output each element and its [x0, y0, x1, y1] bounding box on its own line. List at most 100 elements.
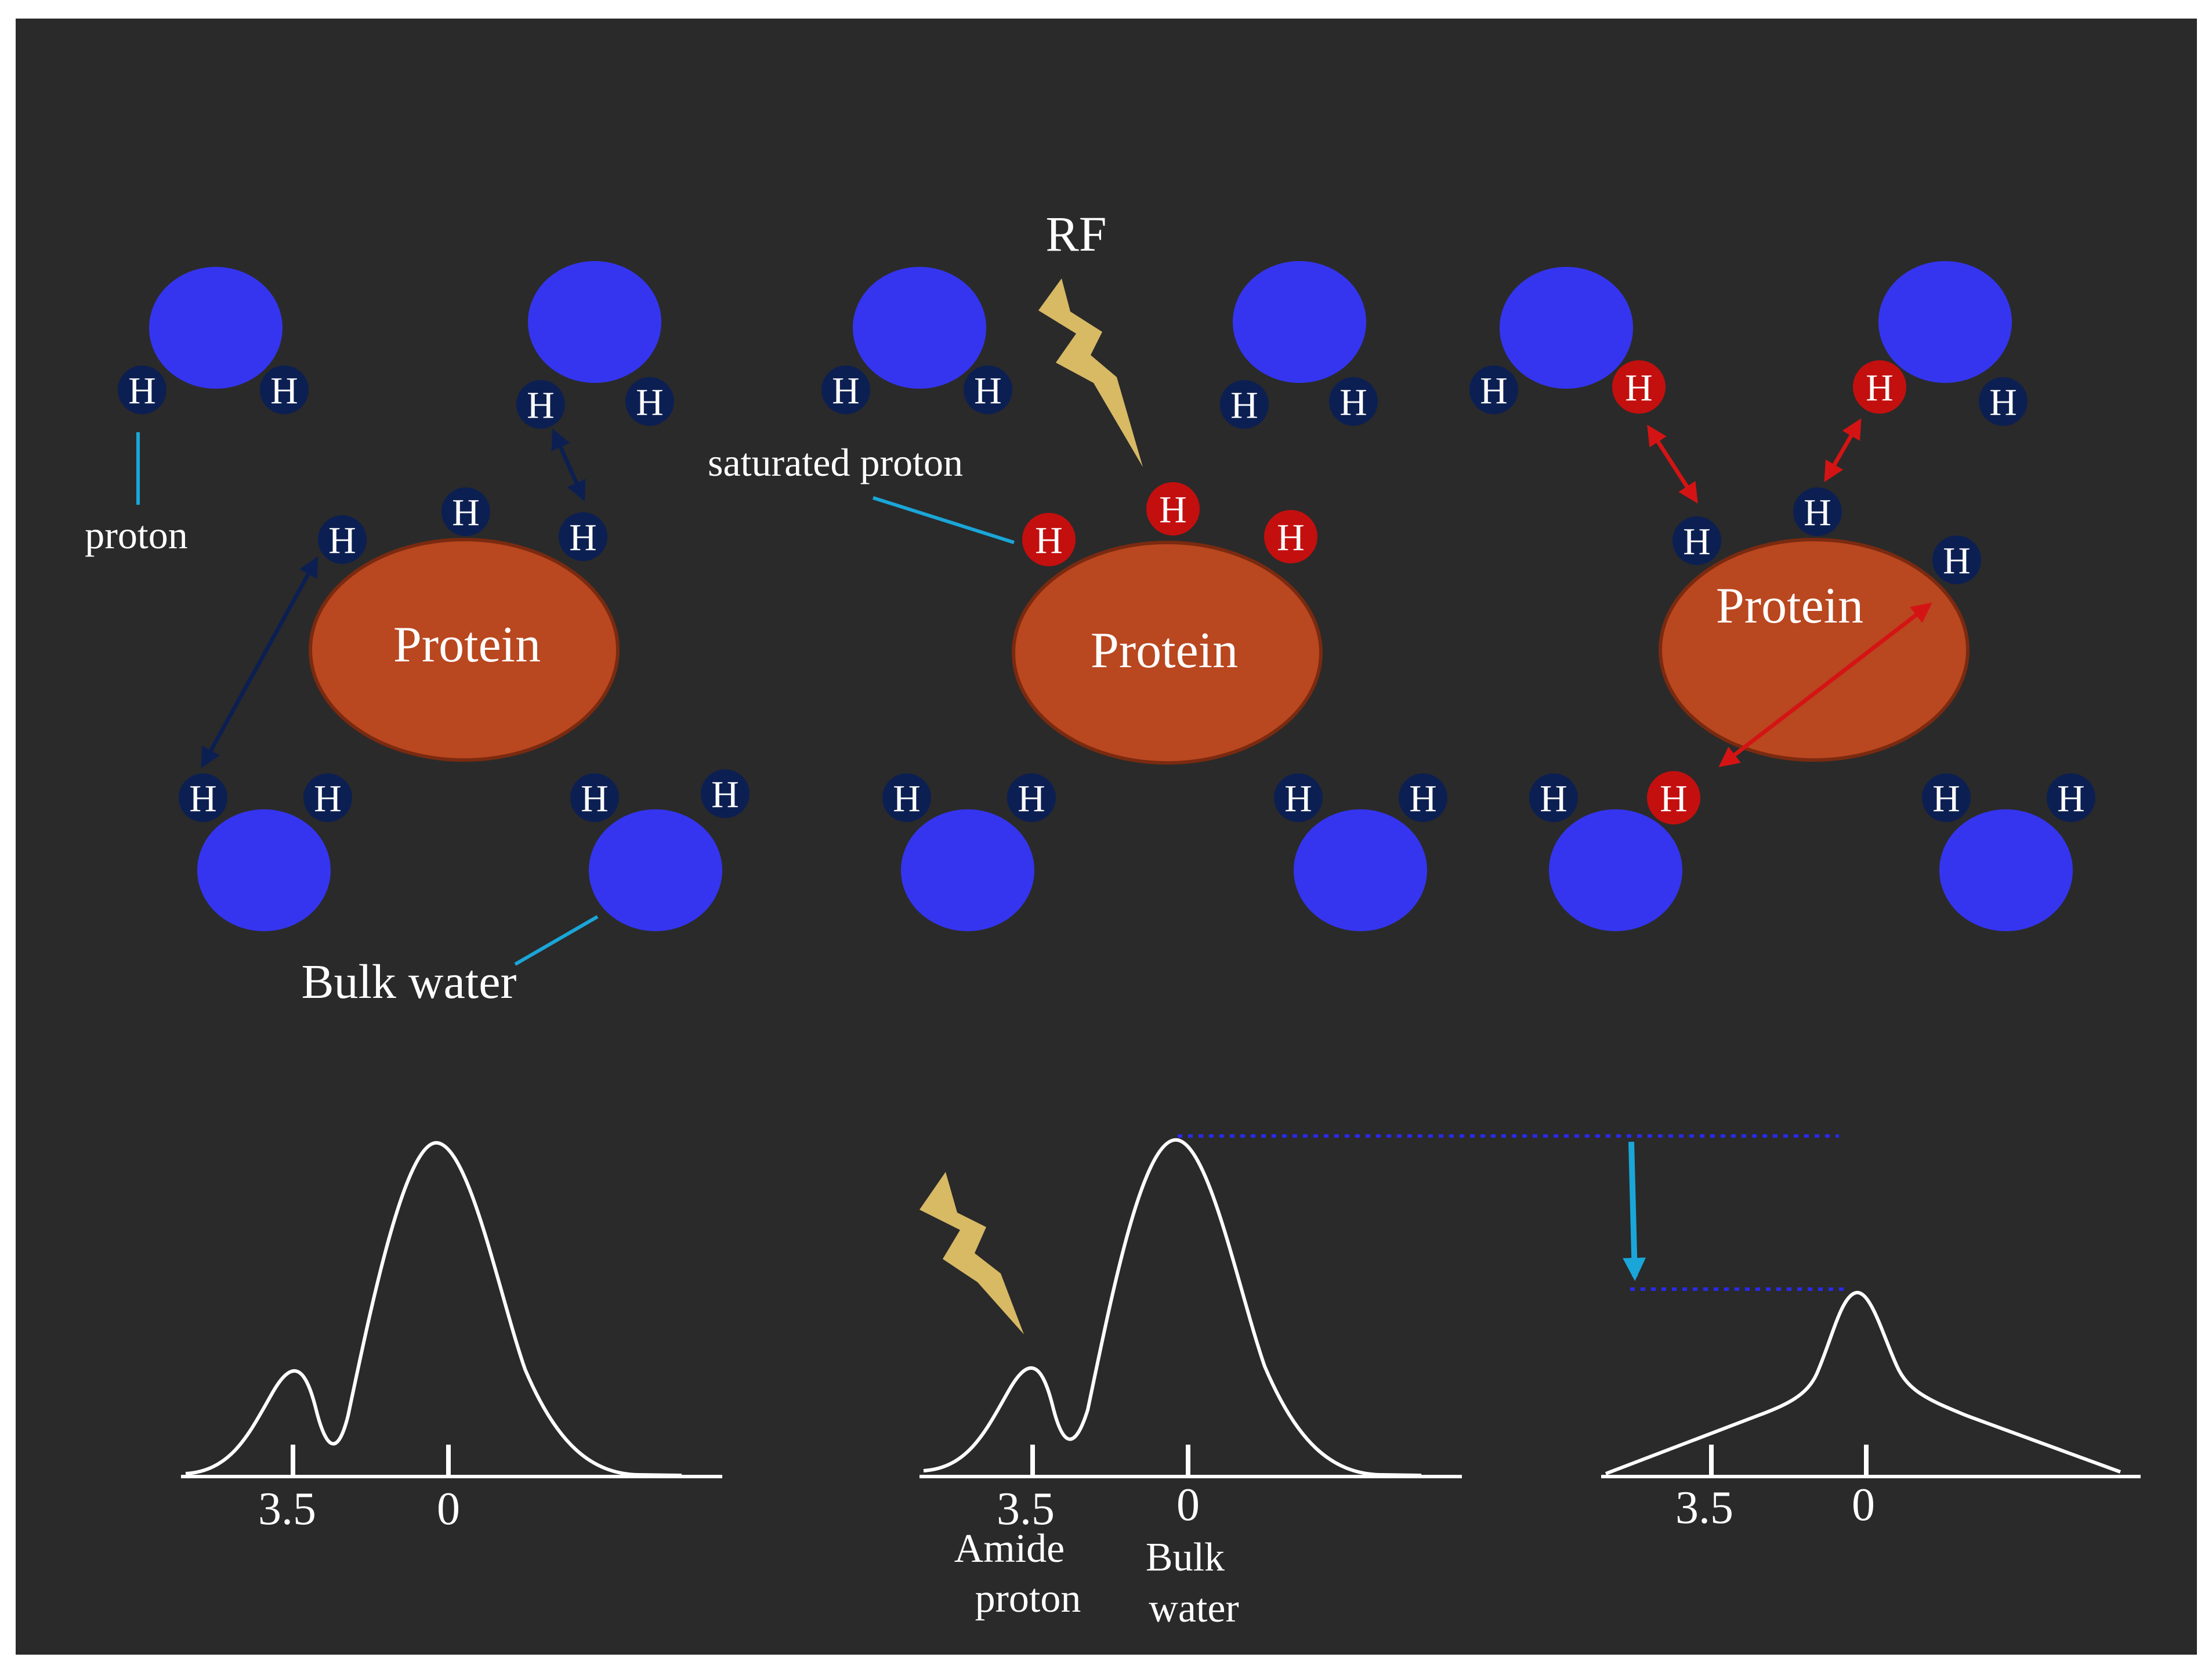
- panel-before-saturation: Protein proton Bulk water H H H H H H H …: [85, 261, 750, 1009]
- proton-h: [2047, 773, 2095, 822]
- background-panel: [16, 19, 2197, 1655]
- proton-h-label: H: [1284, 777, 1312, 820]
- tick-label: 0: [437, 1484, 460, 1535]
- saturated-proton-h: [1647, 771, 1700, 824]
- protein-label: Protein: [1716, 578, 1863, 634]
- bulk-water-leader-line: [514, 915, 599, 966]
- proton-h-label: H: [128, 370, 156, 412]
- saturated-proton-h: [1146, 482, 1200, 536]
- water-oxygen: [149, 267, 283, 389]
- amide-proton-label: proton: [975, 1576, 1081, 1621]
- spectrum-saturated: 3.5 0 Amide proton Bulk water: [919, 1134, 1839, 1631]
- saturated-proton-h: [1022, 513, 1076, 566]
- proton-h: [625, 377, 674, 426]
- proton-h: [570, 773, 619, 822]
- proton-h: [1529, 773, 1578, 822]
- proton-h: [1672, 516, 1721, 565]
- saturated-proton-h: [1853, 360, 1906, 414]
- rf-lightning-bolt-icon: [919, 1172, 1024, 1334]
- exchange-arrow: [1647, 425, 1698, 504]
- water-oxygen: [589, 809, 722, 931]
- proton-h-label: H: [1625, 367, 1653, 409]
- protein-body: [1659, 538, 1970, 762]
- tick-label: 3.5: [258, 1484, 316, 1535]
- proton-h-label: H: [1932, 777, 1960, 820]
- proton-h: [1220, 380, 1269, 429]
- proton-group: H H H H H H H H H H H: [821, 366, 1447, 822]
- water-oxygen: [1878, 261, 2012, 383]
- protein-label: Protein: [393, 617, 541, 673]
- saturated-proton-label: saturated proton: [708, 440, 963, 484]
- water-oxygen: [853, 267, 986, 389]
- proton-h-label: H: [1866, 367, 1894, 409]
- water-oxygen: [1939, 809, 2073, 931]
- proton-h-label: H: [1683, 520, 1711, 563]
- proton-h-label: H: [832, 370, 860, 412]
- proton-h-label: H: [527, 384, 555, 426]
- water-oxygen: [1549, 809, 1682, 931]
- proton-h: [1979, 377, 2028, 426]
- saturated-proton-h: [1612, 360, 1666, 414]
- proton-h: [1922, 773, 1971, 822]
- exchange-arrow: [1718, 602, 1932, 768]
- proton-h: [1793, 487, 1842, 536]
- spectrum-curve: [185, 1141, 682, 1477]
- proton-h: [1469, 366, 1518, 414]
- exchange-arrow: [551, 428, 586, 502]
- proton-h: [1932, 536, 1981, 584]
- proton-h-label: H: [1660, 777, 1688, 820]
- proton-h: [701, 769, 750, 818]
- exchange-arrow: [1824, 418, 1862, 483]
- proton-h-label: H: [569, 516, 597, 559]
- water-oxygen: [197, 809, 331, 931]
- proton-h-label: H: [1159, 489, 1187, 531]
- water-oxygen: [1233, 261, 1366, 383]
- spectrum-before: 3.5 0: [181, 1141, 722, 1535]
- proton-h-label: H: [974, 370, 1002, 412]
- proton-h-label: H: [1989, 381, 2017, 424]
- water-oxygen: [1294, 809, 1427, 931]
- proton-h-label: H: [328, 519, 356, 562]
- proton-h: [1399, 773, 1447, 822]
- proton-label: proton: [85, 513, 188, 557]
- tick-label: 0: [1176, 1479, 1200, 1530]
- protein-label: Protein: [1091, 623, 1238, 679]
- rf-lightning-bolt-icon: [1038, 278, 1143, 467]
- proton-h-label: H: [1035, 519, 1063, 562]
- proton-h-label: H: [189, 777, 217, 820]
- tick-label: 0: [1852, 1479, 1875, 1530]
- proton-h: [1329, 377, 1378, 426]
- exchange-arrow: [201, 556, 318, 769]
- proton-h-label: H: [1540, 777, 1567, 820]
- proton-h: [964, 366, 1012, 414]
- proton-h: [882, 773, 931, 822]
- proton-h-label: H: [1804, 491, 1831, 534]
- proton-h: [260, 366, 309, 414]
- proton-h: [179, 773, 227, 822]
- proton-h-label: H: [2057, 777, 2085, 820]
- spectrum-curve: [1605, 1291, 2122, 1475]
- panel-after-exchange: Protein H H H H H H H H H H H: [1469, 261, 2095, 931]
- amide-proton-label: Amide: [954, 1526, 1065, 1571]
- proton-group: H H H H H H H H H H H: [118, 366, 750, 822]
- bulk-water-peak-label: water: [1149, 1586, 1239, 1631]
- proton-h-label: H: [314, 777, 342, 820]
- water-oxygen: [901, 809, 1034, 931]
- proton-h-label: H: [711, 773, 739, 816]
- tick-label: 3.5: [997, 1484, 1055, 1535]
- proton-h-label: H: [1943, 540, 1971, 582]
- proton-h-label: H: [1339, 381, 1367, 424]
- proton-h: [441, 487, 490, 536]
- signal-reduction-arrow: [1623, 1141, 1646, 1281]
- proton-h-label: H: [270, 370, 298, 412]
- water-oxygen: [1500, 267, 1633, 389]
- saturated-proton-h: [1264, 510, 1317, 563]
- proton-h-label: H: [636, 381, 664, 424]
- proton-group: H H H H H H H H H H H: [1469, 360, 2095, 824]
- proton-h: [821, 366, 870, 414]
- proton-h-label: H: [1480, 370, 1508, 412]
- proton-h: [303, 773, 352, 822]
- proton-h: [1007, 773, 1056, 822]
- proton-h-label: H: [1230, 384, 1258, 426]
